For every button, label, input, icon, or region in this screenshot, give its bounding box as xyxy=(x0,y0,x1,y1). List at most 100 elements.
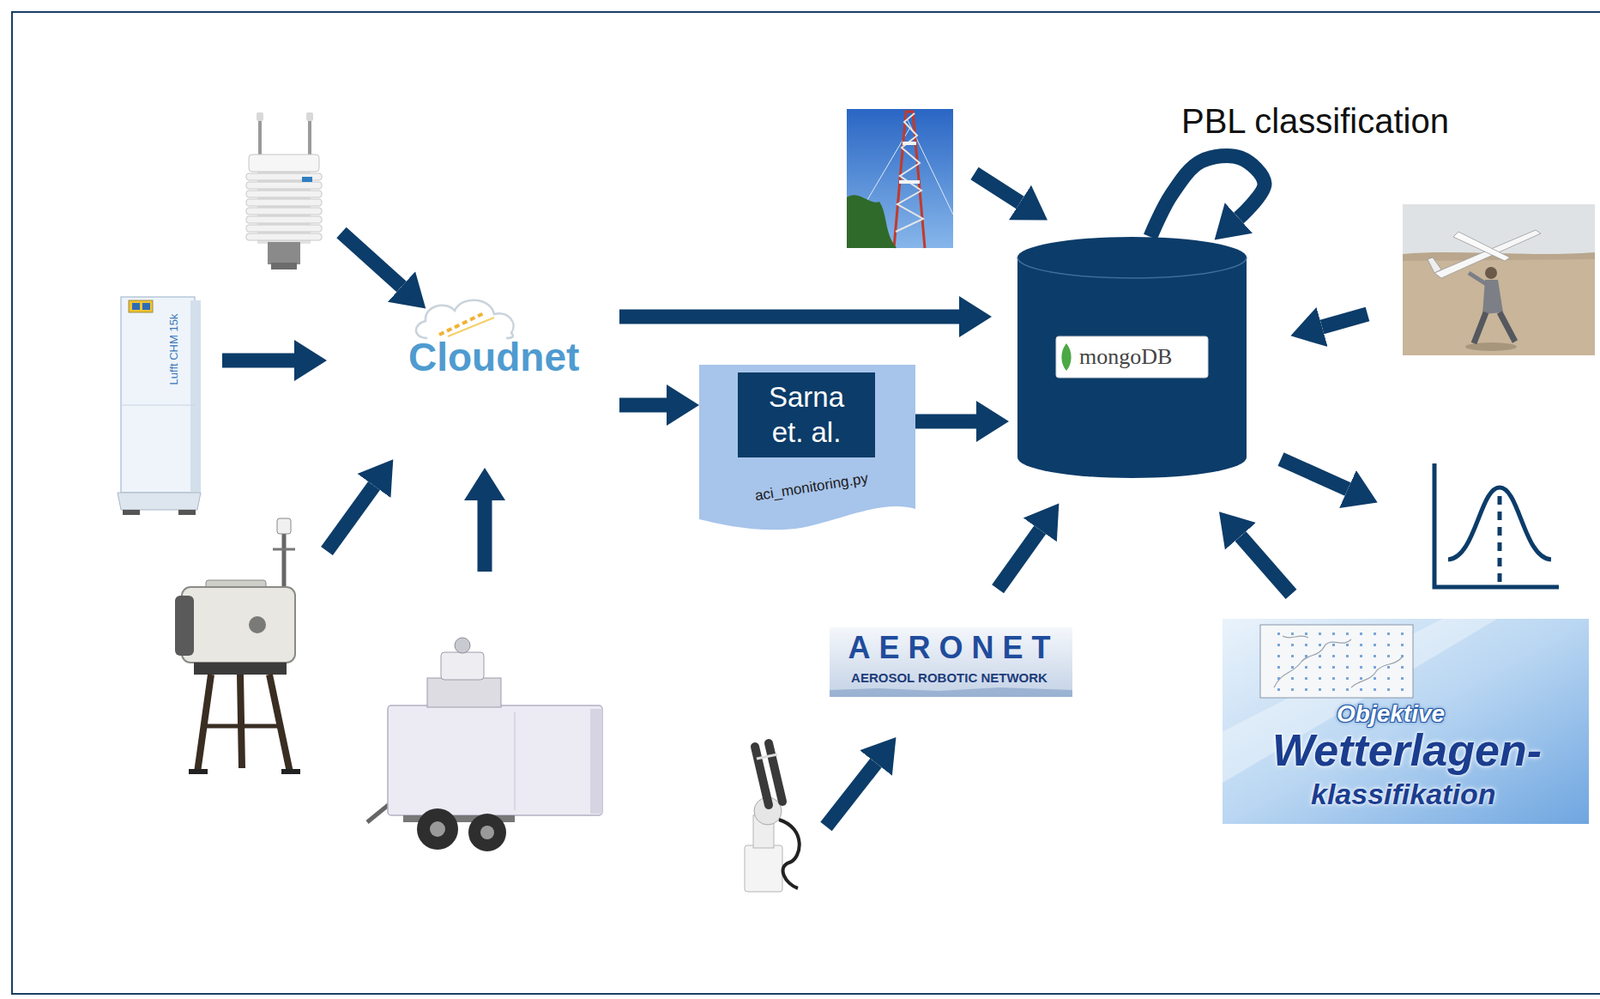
instrument-trailer xyxy=(416,808,459,850)
weather-sensor xyxy=(246,190,322,198)
input-arrow xyxy=(974,173,1021,203)
tower-photo xyxy=(846,194,897,248)
weather-sensor xyxy=(256,112,264,121)
lidar-on-stand xyxy=(181,586,296,663)
weather-sensor xyxy=(246,224,322,232)
network-name: AERONET xyxy=(829,629,1069,666)
input-arrow xyxy=(341,232,402,287)
lidar-on-stand xyxy=(204,724,284,729)
logo-subtitle: Objektive xyxy=(1336,700,1445,728)
lidar-on-stand xyxy=(193,662,287,675)
input-arrow xyxy=(222,173,1368,827)
tower-photo xyxy=(893,111,925,248)
instrument-trailer xyxy=(367,803,391,822)
instrument-trailer xyxy=(427,677,502,707)
loop-label: PBL classification xyxy=(1178,101,1452,141)
tower-photo xyxy=(846,108,954,248)
flow-arrow xyxy=(619,309,960,325)
flow-arrow xyxy=(997,529,1040,589)
distribution-icon xyxy=(1497,495,1503,586)
tower-photo xyxy=(846,108,954,248)
instrument-trailer xyxy=(480,825,495,840)
tower-photo xyxy=(902,141,917,145)
instrument-trailer xyxy=(590,708,603,814)
weather-sensor xyxy=(246,216,322,224)
database-label: mongoDB xyxy=(1079,336,1172,378)
network-subtitle: AEROSOL ROBOTIC NETWORK xyxy=(829,670,1069,686)
weather-sensor xyxy=(246,181,322,189)
input-arrow xyxy=(477,500,493,572)
weather-sensor xyxy=(301,176,313,182)
input-arrow xyxy=(1280,458,1348,490)
sun-photometer xyxy=(756,754,778,759)
uav-photo xyxy=(1485,266,1498,279)
uav-photo xyxy=(1402,204,1595,356)
logo-text: Cloudnet xyxy=(408,334,580,381)
ceilometer xyxy=(117,492,201,510)
input-arrow xyxy=(326,485,375,551)
reference-box: Sarna et. al. xyxy=(737,372,876,458)
uav-photo xyxy=(1453,231,1510,261)
input-arrow xyxy=(222,353,295,369)
lidar-on-stand xyxy=(281,768,301,774)
lidar-on-stand xyxy=(272,548,296,551)
uav-photo xyxy=(1434,229,1541,278)
lidar-on-stand xyxy=(188,768,208,774)
sun-photometer xyxy=(744,742,800,892)
sun-photometer xyxy=(744,845,783,892)
flow-arrow xyxy=(915,413,977,429)
input-arrow xyxy=(826,762,876,827)
lidar-on-stand xyxy=(248,615,266,634)
uav-photo xyxy=(1427,257,1442,273)
weather-sensor xyxy=(271,262,297,270)
input-arrow xyxy=(1322,313,1368,327)
uav-photo xyxy=(1465,342,1517,351)
tower-photo xyxy=(895,113,924,232)
network-logo: AERONET AEROSOL ROBOTIC NETWORK xyxy=(829,627,1073,697)
ceilometer xyxy=(178,509,196,515)
weather-sensor xyxy=(267,241,301,265)
weather-sensor xyxy=(246,112,322,270)
ceilometer xyxy=(122,509,140,515)
instrument-trailer xyxy=(429,821,446,837)
script-document: Sarna et. al.aci_monitoring.py xyxy=(699,364,916,532)
ceilometer xyxy=(117,296,201,515)
lidar-on-stand xyxy=(175,595,194,656)
flow-arrow xyxy=(1240,536,1292,595)
ceilometer xyxy=(190,300,201,493)
ceilometer xyxy=(120,404,195,406)
instrument-trailer xyxy=(468,813,507,852)
ceilometer xyxy=(120,296,195,493)
uav-photo xyxy=(1402,204,1595,356)
ceilometer xyxy=(132,302,140,310)
weather-sensor xyxy=(258,116,262,157)
ceilometer xyxy=(128,300,153,313)
weather-sensor xyxy=(307,116,312,157)
instrument-label: Lufft CHM 15k xyxy=(167,306,182,393)
instrument-trailer xyxy=(514,712,516,810)
cloud-logo-mark xyxy=(416,300,514,339)
distribution-icon xyxy=(1434,463,1559,587)
uav-photo xyxy=(1468,272,1488,285)
lidar-on-stand xyxy=(175,518,301,774)
logo-node: Cloudnet xyxy=(403,283,620,412)
weather-sensor xyxy=(246,233,322,241)
uav-photo xyxy=(1473,312,1516,344)
frame-border xyxy=(12,12,1600,994)
weather-sensor xyxy=(246,199,322,206)
lidar-on-stand xyxy=(277,518,291,534)
lidar-on-stand xyxy=(197,674,290,773)
cloud-logo-mark xyxy=(447,317,495,337)
instrument-trailer xyxy=(367,637,603,852)
weather-sensor xyxy=(248,154,320,172)
flow-arrow xyxy=(619,398,667,413)
sun-photometer xyxy=(778,819,800,888)
distribution-icon xyxy=(1434,463,1559,587)
logo-title: Wetterlagen- xyxy=(1272,724,1542,777)
cloud-logo-mark xyxy=(416,300,514,339)
database-cylinder: mongoDB xyxy=(1017,236,1247,478)
instrument-trailer xyxy=(440,652,484,680)
tower-photo xyxy=(899,180,920,184)
logo-title: klassifikation xyxy=(1310,778,1496,810)
